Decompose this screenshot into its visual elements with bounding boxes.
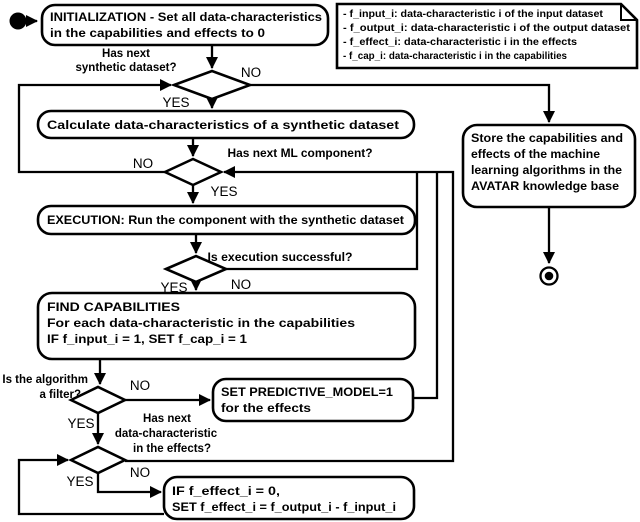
is-successful-no-label: NO	[231, 277, 251, 292]
has-next-dc-no-label: NO	[130, 465, 150, 480]
is-execution-successful-label: Is execution successful?	[208, 252, 353, 264]
node-execution-box	[36, 204, 417, 236]
store-text-line4: AVATAR knowledge base	[471, 181, 619, 193]
legend-text-line1: - f_input_i: data-characteristic i of th…	[343, 8, 604, 20]
if-effect-text-line1: IF f_effect_i = 0,	[172, 486, 280, 498]
has-next-dataset-label-line2: synthetic dataset?	[76, 62, 177, 74]
legend-note	[335, 2, 639, 70]
legend-note-fold	[620, 4, 637, 21]
node-find-capabilities-box	[36, 291, 417, 361]
store-text-line3: learning algorithms in the	[471, 165, 622, 177]
calculate-text: Calculate data-characteristics of a synt…	[47, 120, 399, 132]
store-text-line2: effects of the machine	[471, 149, 600, 161]
is-successful-yes-label: YES	[160, 280, 187, 295]
edge-has-next-dc-no-return	[125, 166, 455, 463]
is-filter-yes-label: YES	[67, 416, 94, 431]
start-node	[9, 12, 27, 30]
has-next-dc-yes-label: YES	[66, 474, 93, 489]
set-predictive-text-line1: SET PREDICTIVE_MODEL=1	[221, 387, 394, 399]
has-next-ml-yes-label: YES	[210, 184, 237, 199]
find-capabilities-text-line2: For each data-characteristic in the capa…	[47, 318, 355, 330]
final-node-inner	[544, 271, 554, 281]
is-filter-label-line1: Is the algorithm	[2, 374, 88, 386]
set-predictive-text-line2: for the effects	[221, 403, 311, 415]
has-next-ml-label: Has next ML component?	[228, 148, 373, 160]
decision-is-execution-successful	[162, 254, 230, 284]
legend-text-line3: - f_effect_i: data-characteristic i in t…	[343, 36, 577, 48]
decision-has-next-synthetic-dataset	[170, 69, 254, 101]
edge-is-successful-no-return	[226, 172, 419, 271]
execution-text: EXECUTION: Run the component with the sy…	[47, 215, 404, 227]
node-store-box	[461, 123, 637, 209]
decision-is-algorithm-filter	[68, 385, 128, 415]
initialization-text-line1: INITIALIZATION - Set all data-characteri…	[50, 12, 322, 24]
decision-has-next-data-characteristic	[68, 445, 128, 475]
has-next-dataset-no-label: NO	[241, 65, 261, 80]
store-text-line1: Store the capabilities and	[471, 133, 623, 145]
has-next-dataset-yes-label: YES	[162, 95, 189, 110]
has-next-dc-label-line2: data-characteristic	[115, 428, 218, 440]
legend-text-line4: - f_cap_i: data-characteristic i in the …	[343, 50, 567, 62]
is-filter-no-label: NO	[130, 378, 150, 393]
decision-has-next-ml-component	[161, 157, 225, 187]
has-next-dc-label-line1: Has next	[143, 413, 191, 425]
node-if-effect-box	[162, 475, 416, 521]
edge-set-predictive-return	[413, 172, 439, 400]
node-calculate-box	[36, 109, 416, 140]
edge-has-next-ml-no-loop	[17, 79, 172, 174]
has-next-ml-no-label: NO	[133, 156, 153, 171]
is-filter-label-line2: a filter?	[39, 389, 81, 401]
legend-text-line2: - f_output_i: data-characteristic i of t…	[343, 22, 631, 34]
has-next-dataset-label-line1: Has next	[102, 48, 150, 60]
find-capabilities-text-line1: FIND CAPABILITIES	[47, 302, 180, 314]
node-set-predictive-box	[211, 377, 415, 423]
find-capabilities-text-line3: IF f_input_i = 1, SET f_cap_i = 1	[47, 334, 248, 346]
edge-has-next-dataset-no-to-store	[250, 83, 555, 123]
edge-has-next-dc-yes	[96, 473, 162, 498]
initialization-text-line2: in the capabilities and effects to 0	[50, 28, 265, 40]
has-next-dc-label-line3: in the effects?	[133, 443, 211, 455]
edge-if-effect-loop	[17, 454, 164, 516]
if-effect-text-line2: SET f_effect_i = f_output_i - f_input_i	[172, 502, 396, 514]
node-initialization-box	[40, 3, 330, 47]
